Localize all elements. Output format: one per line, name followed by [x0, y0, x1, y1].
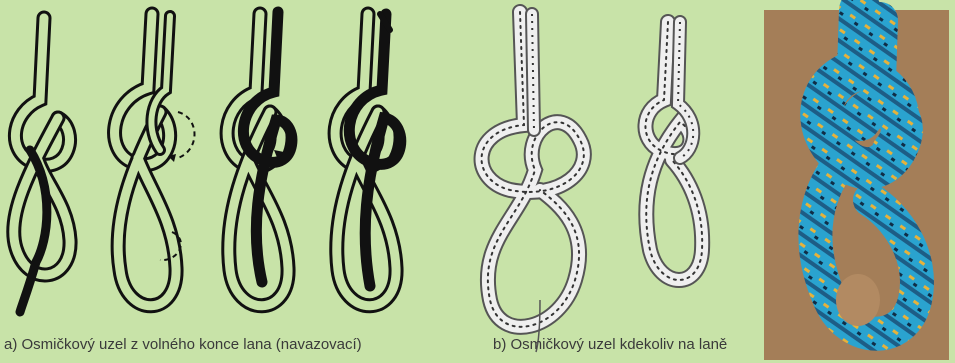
- caption-b: b) Osmičkový uzel kdekoliv na laně: [493, 336, 727, 353]
- figure-eight-step-1: [14, 18, 70, 312]
- figure-eight-sketch-tight: [645, 22, 702, 280]
- knot-photo: [764, 10, 949, 360]
- figure-eight-step-2: [115, 14, 195, 306]
- figure-eight-step-3: [227, 12, 292, 306]
- figure-eight-step-4: [335, 14, 401, 306]
- figure-eight-sketch-loose: [482, 12, 584, 352]
- caption-a: a) Osmičkový uzel z volného konce lana (…: [4, 336, 362, 353]
